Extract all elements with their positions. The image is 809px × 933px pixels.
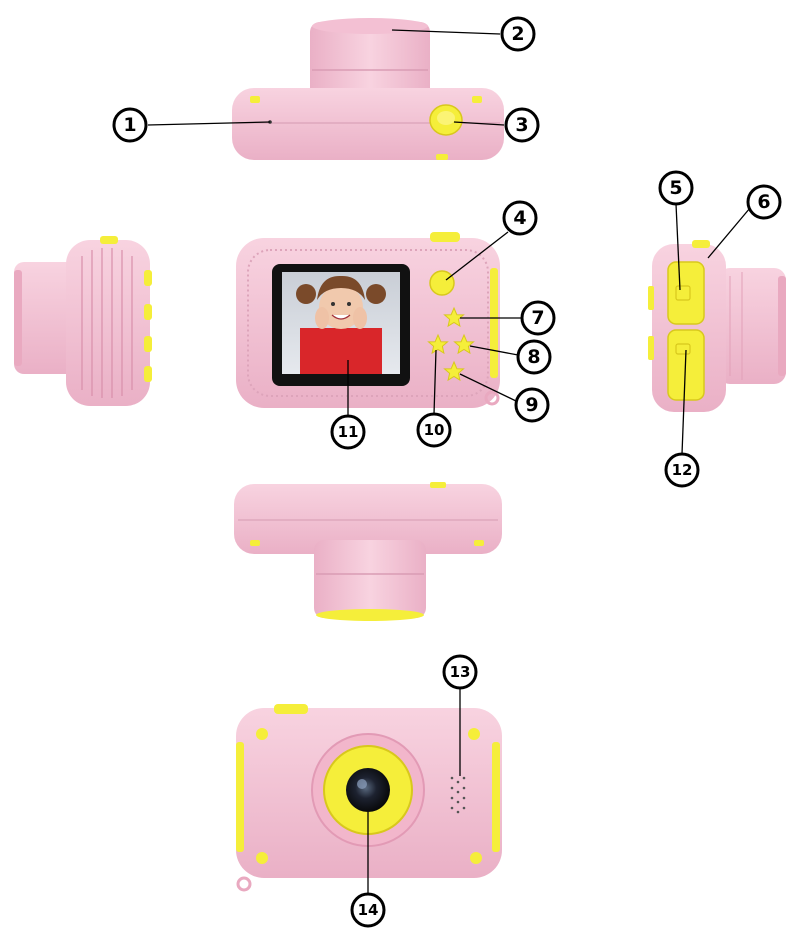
svg-text:3: 3 — [515, 114, 528, 136]
star-icon[interactable] — [427, 333, 449, 355]
svg-text:6: 6 — [757, 191, 770, 213]
callout-5: 5 — [658, 170, 694, 206]
svg-text:1: 1 — [123, 114, 136, 136]
bottom-body — [234, 484, 502, 554]
star-icon[interactable] — [443, 360, 465, 382]
svg-text:4: 4 — [513, 207, 526, 229]
callout-9: 9 — [514, 387, 550, 423]
star-icon[interactable] — [443, 306, 465, 328]
svg-text:11: 11 — [338, 423, 359, 441]
top-body — [232, 88, 504, 160]
ok-button[interactable] — [429, 270, 455, 296]
callout-14: 14 — [350, 892, 386, 928]
right-lens — [718, 268, 786, 384]
leader-lines — [147, 29, 751, 894]
callout-12: 12 — [664, 452, 700, 488]
bottom-lens-barrel — [314, 540, 426, 618]
star-icon[interactable] — [453, 333, 475, 355]
callouts: 1 2 3 4 5 6 7 8 — [112, 16, 782, 928]
back-view — [236, 232, 500, 408]
callout-13: 13 — [442, 654, 478, 690]
callout-8: 8 — [516, 339, 552, 375]
callout-7: 7 — [520, 300, 556, 336]
top-view — [232, 18, 504, 160]
speaker-holes-icon — [450, 776, 466, 814]
bottom-view — [234, 482, 502, 621]
svg-text:8: 8 — [527, 346, 540, 368]
top-lens-rim — [312, 18, 428, 34]
front-view — [236, 704, 502, 892]
callout-10: 10 — [416, 412, 452, 448]
usb-port-cover[interactable] — [667, 261, 705, 325]
callout-11: 11 — [330, 414, 366, 450]
callout-2: 2 — [500, 16, 536, 52]
left-body — [66, 240, 150, 406]
svg-text:2: 2 — [511, 23, 524, 45]
right-side-view — [648, 240, 786, 412]
svg-text:10: 10 — [424, 421, 445, 439]
svg-text:12: 12 — [672, 461, 693, 479]
svg-text:7: 7 — [531, 307, 544, 329]
top-lens-barrel — [310, 22, 430, 102]
callout-3: 3 — [504, 107, 540, 143]
svg-text:14: 14 — [358, 901, 379, 919]
svg-text:9: 9 — [525, 394, 538, 416]
callout-4: 4 — [502, 200, 538, 236]
svg-text:13: 13 — [450, 663, 471, 681]
lens-icon — [346, 768, 390, 812]
callout-1: 1 — [112, 107, 148, 143]
left-side-view — [14, 236, 152, 406]
callout-6: 6 — [746, 184, 782, 220]
left-lens — [14, 262, 76, 374]
svg-text:5: 5 — [669, 177, 682, 199]
